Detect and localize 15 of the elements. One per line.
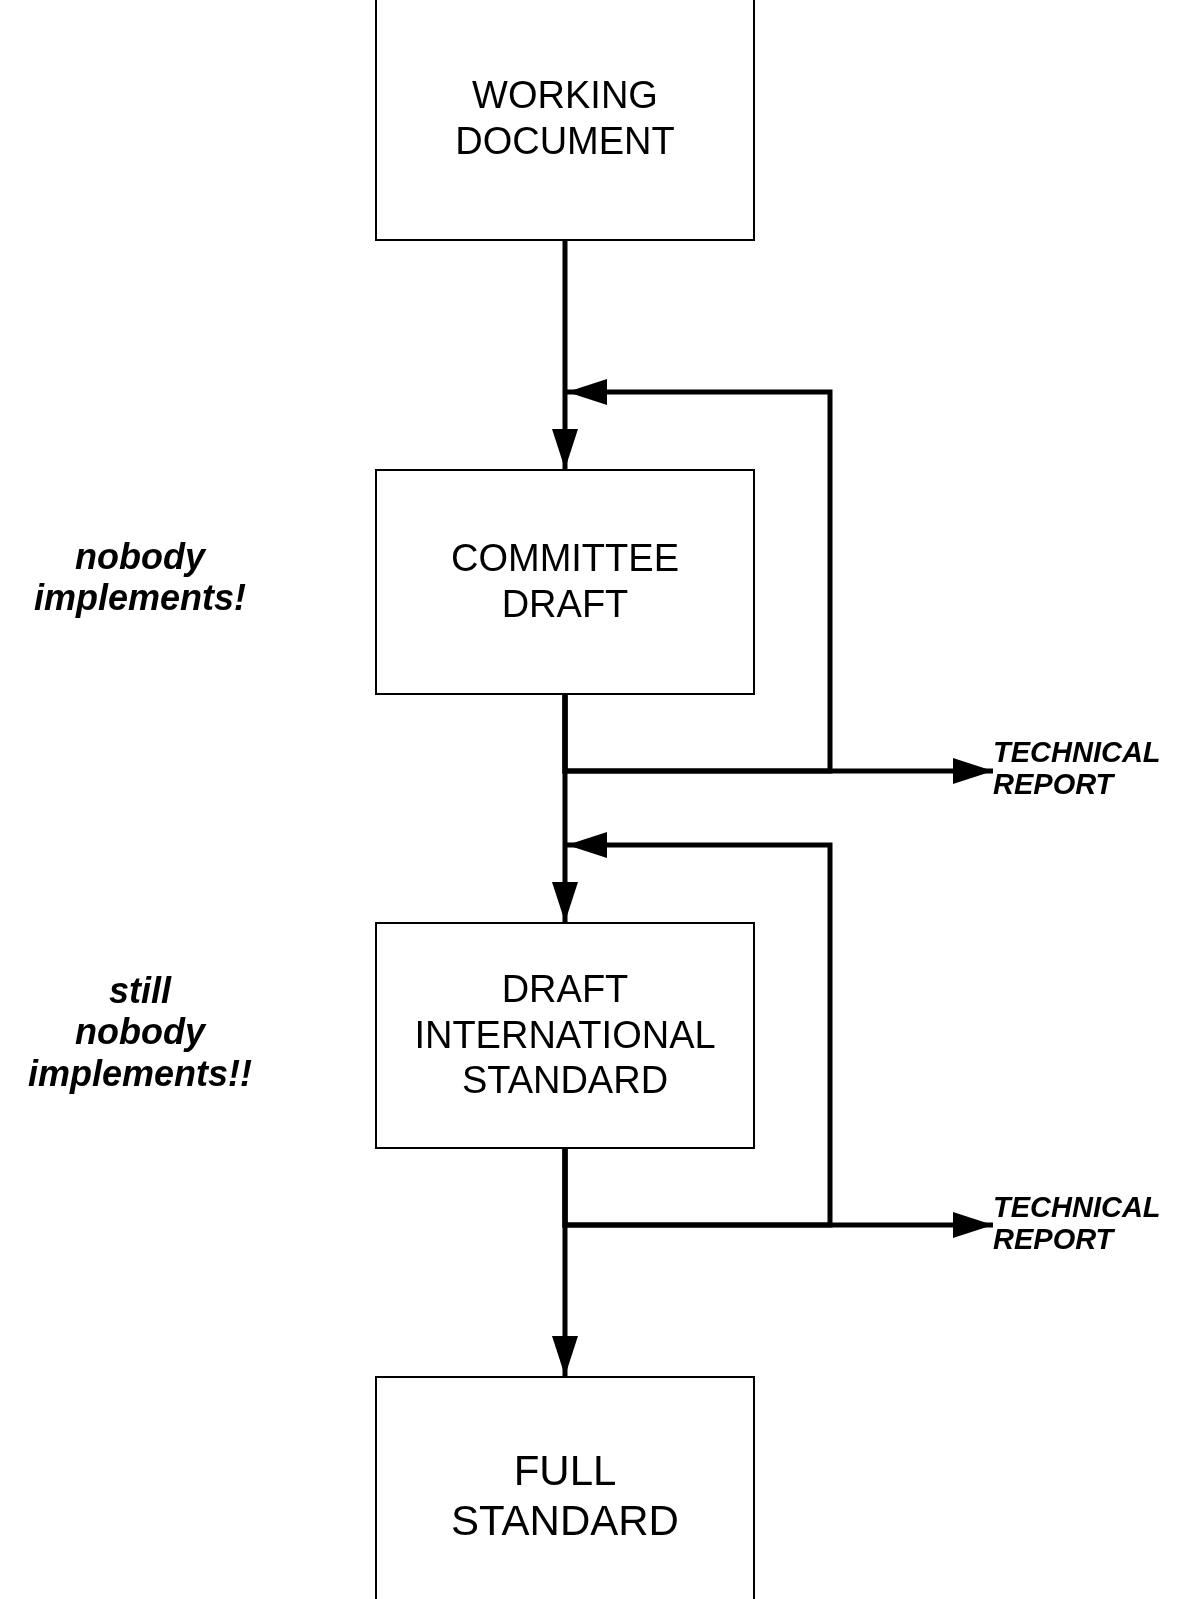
outcome-label: TECHNICAL REPORT bbox=[993, 737, 1162, 801]
arrow bbox=[552, 241, 578, 469]
outcome-label: TECHNICAL REPORT bbox=[993, 1192, 1162, 1256]
arrow bbox=[562, 695, 993, 784]
arrow bbox=[562, 1149, 993, 1238]
side-note: still nobody implements!! bbox=[26, 970, 253, 1095]
process-box bbox=[375, 469, 755, 695]
box-label: COMMITTEE DRAFT bbox=[450, 536, 680, 627]
side-note: nobody implements! bbox=[32, 536, 247, 619]
process-box bbox=[375, 1376, 755, 1599]
box-label: FULL STANDARD bbox=[450, 1445, 680, 1546]
box-label: DRAFT INTERNATIONAL STANDARD bbox=[413, 967, 717, 1104]
process-box bbox=[375, 0, 755, 241]
box-label: WORKING DOCUMENT bbox=[454, 72, 676, 164]
process-box bbox=[375, 922, 755, 1149]
